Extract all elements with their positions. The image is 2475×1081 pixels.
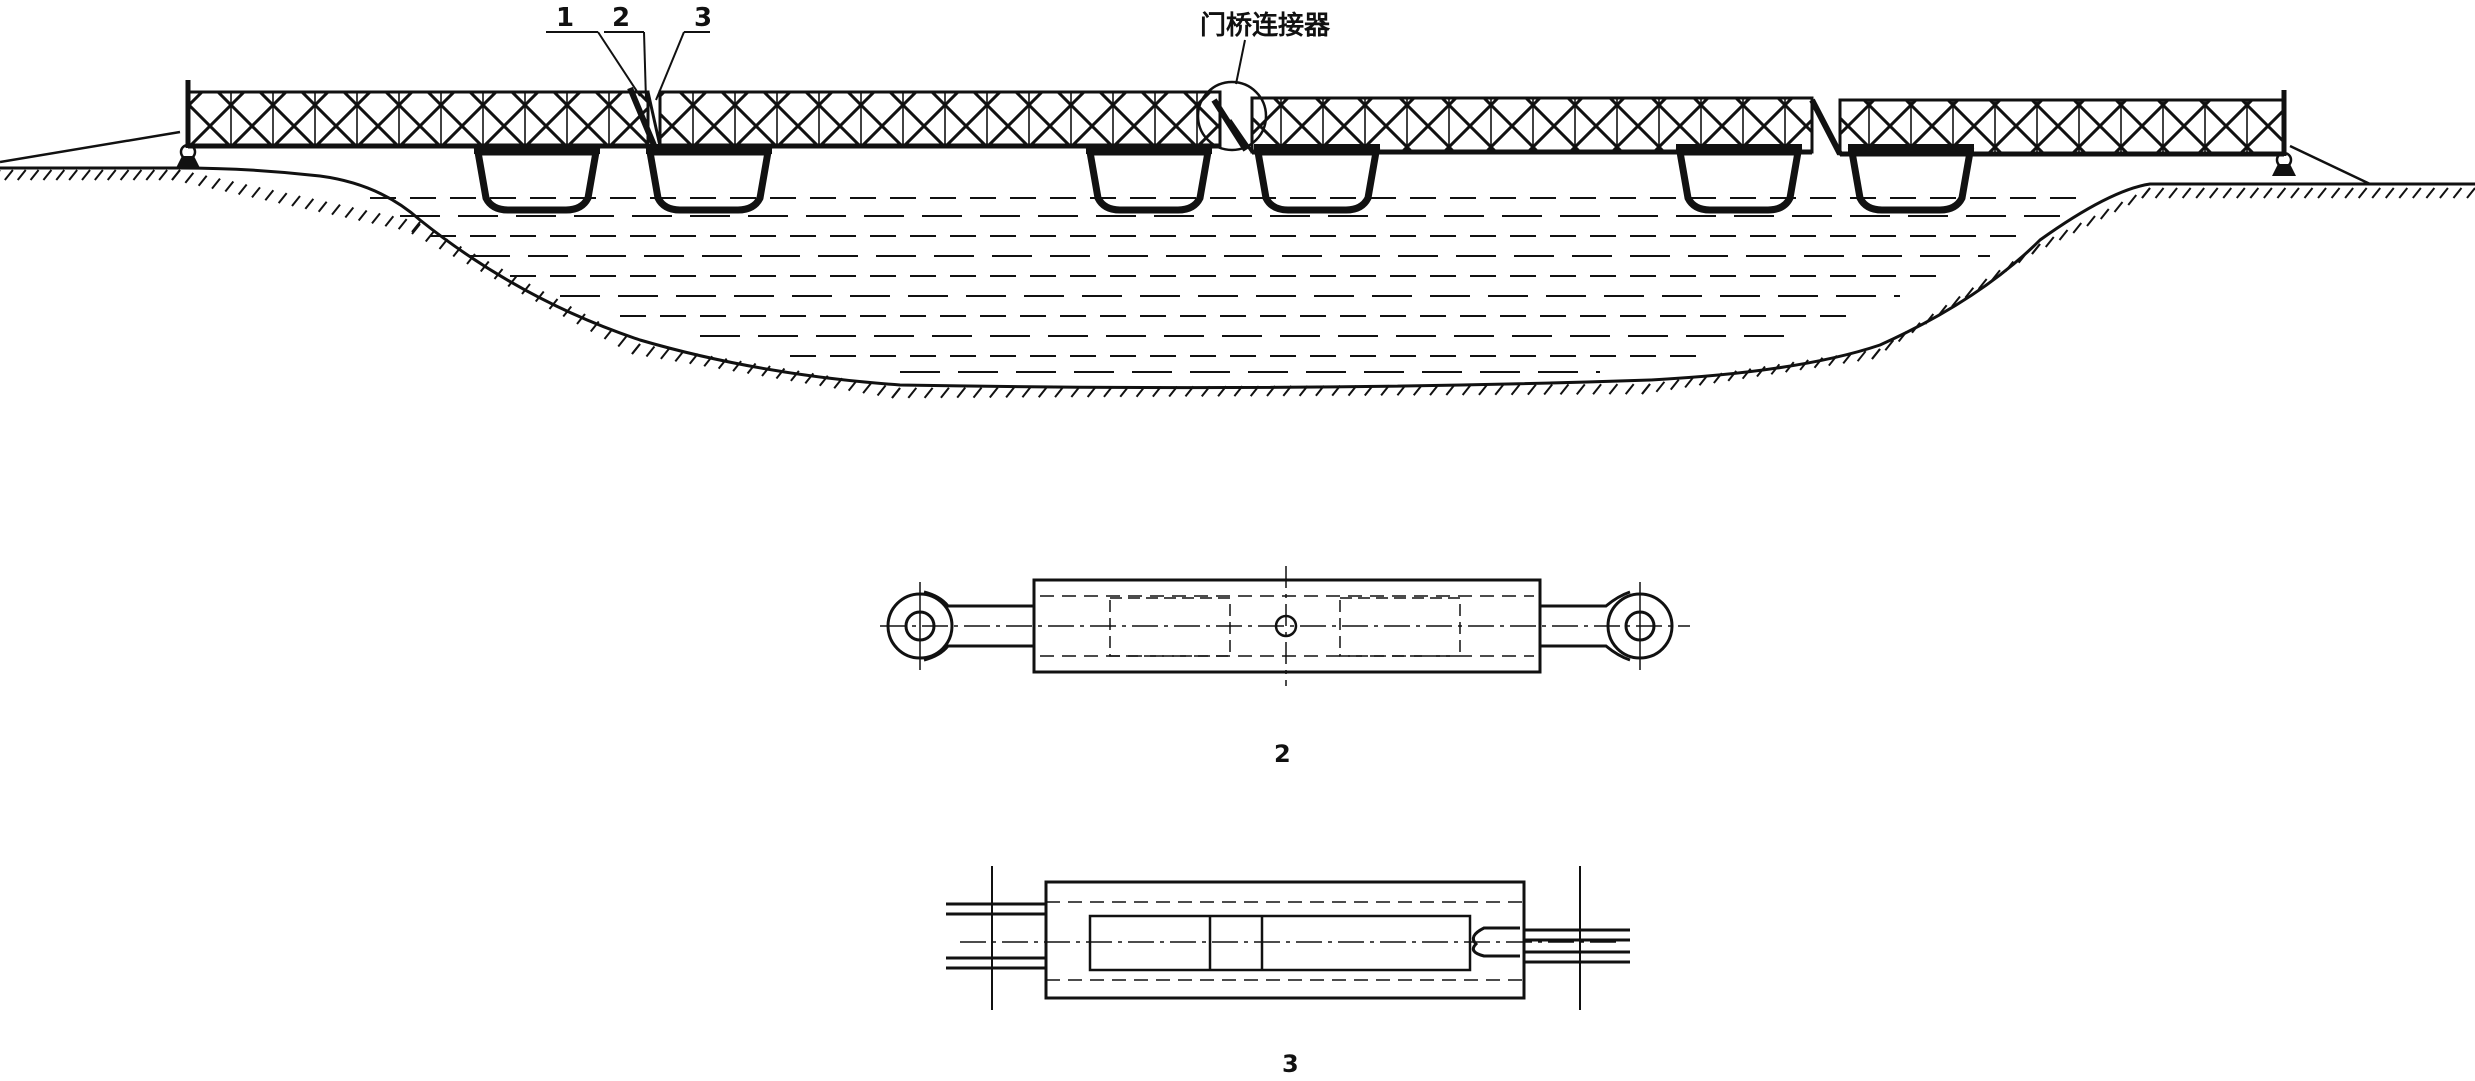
svg-text:3: 3 — [694, 3, 712, 33]
span-joint-3 — [1809, 98, 1843, 156]
truss-span-2 — [658, 90, 1222, 149]
svg-text:1: 1 — [556, 3, 574, 33]
span-joint-1 — [627, 86, 662, 152]
detail-2-caption: 2 — [1274, 740, 1291, 768]
right-bearing — [2272, 151, 2296, 176]
river-water — [370, 197, 2080, 373]
callout-1: 1 — [546, 3, 641, 97]
truss-span-3 — [1250, 96, 1814, 155]
detail-3-caption: 3 — [1282, 1050, 1299, 1078]
truss-span-4 — [1838, 98, 2286, 157]
pontoon — [473, 144, 601, 214]
left-bearing — [176, 143, 200, 168]
pontoons — [473, 144, 1975, 214]
pontoon — [645, 144, 773, 214]
detail-3-pin: 3 — [946, 866, 1630, 1078]
connector-label: 门桥连接器 — [1200, 11, 1331, 41]
riverbank-ground — [0, 130, 2475, 399]
callout-2: 2 — [604, 3, 647, 101]
truss-span-1 — [186, 90, 650, 149]
callout-3: 3 — [655, 3, 712, 101]
svg-text:2: 2 — [612, 3, 630, 33]
connector-highlight-circle — [1196, 80, 1268, 152]
detail-2-connector: 2 — [880, 566, 1690, 768]
pontoon — [1085, 144, 1213, 214]
